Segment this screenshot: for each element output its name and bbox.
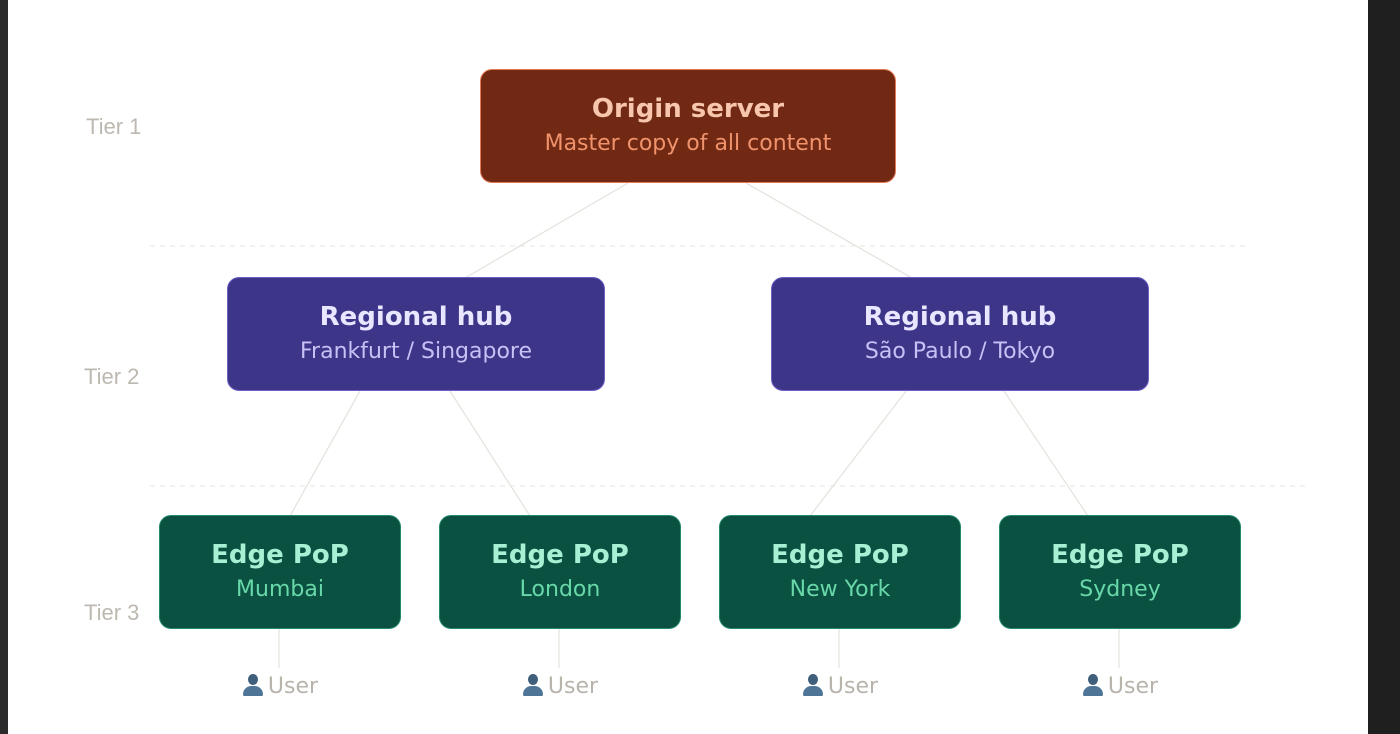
regional-hub-title: Regional hub: [319, 302, 513, 332]
user-label: User: [267, 674, 319, 699]
user-label: User: [1107, 674, 1159, 699]
user-icon: [522, 674, 544, 696]
regional-hub-subtitle: São Paulo / Tokyo: [864, 339, 1056, 364]
connector-layer: [150, 182, 1308, 668]
user-item: User: [200, 674, 360, 699]
edge-pop-location: London: [519, 577, 601, 602]
edge-pop-title: Edge PoP: [211, 540, 349, 570]
edge-pop-title: Edge PoP: [491, 540, 629, 570]
regional-hub-node: Regional hub São Paulo / Tokyo: [771, 277, 1149, 391]
window-left-edge: [0, 0, 8, 734]
edge-pop-node: Edge PoP Mumbai: [159, 515, 401, 629]
user-item: User: [1040, 674, 1200, 699]
tier-label-3: Tier 3: [84, 600, 140, 625]
connector-origin-hub-2: [745, 182, 913, 279]
user-label: User: [547, 674, 599, 699]
connector-hub-2-edge-sydney: [1003, 390, 1089, 517]
edge-pop-location: New York: [789, 577, 891, 602]
tier-label-2: Tier 2: [84, 364, 140, 389]
regional-hub-node: Regional hub Frankfurt / Singapore: [227, 277, 605, 391]
connector-hub-1-edge-mumbai: [289, 390, 361, 517]
connector-origin-hub-1: [464, 182, 629, 279]
regional-hub-subtitle: Frankfurt / Singapore: [299, 339, 532, 364]
origin-server-node: Origin server Master copy of all content: [480, 69, 896, 183]
user-item: User: [480, 674, 640, 699]
origin-server-title: Origin server: [591, 94, 785, 124]
origin-server-subtitle: Master copy of all content: [544, 131, 832, 156]
user-item: User: [760, 674, 920, 699]
diagram-canvas: Tier 1 Tier 2 Tier 3 Origin server Maste…: [8, 0, 1368, 734]
user-label: User: [827, 674, 879, 699]
edge-pop-title: Edge PoP: [771, 540, 909, 570]
regional-hub-title: Regional hub: [863, 302, 1057, 332]
user-icon: [802, 674, 824, 696]
tier-label-1: Tier 1: [86, 114, 142, 139]
edge-pop-node: Edge PoP New York: [719, 515, 961, 629]
user-icon: [242, 674, 264, 696]
edge-pop-node: Edge PoP London: [439, 515, 681, 629]
edge-pop-node: Edge PoP Sydney: [999, 515, 1241, 629]
edge-pop-location: Mumbai: [236, 577, 324, 602]
edge-pop-title: Edge PoP: [1051, 540, 1189, 570]
user-icon: [1082, 674, 1104, 696]
connector-hub-1-edge-london: [449, 390, 531, 517]
connector-hub-2-edge-new-york: [809, 390, 907, 517]
edge-pop-location: Sydney: [1079, 577, 1161, 602]
window-right-edge: [1368, 0, 1400, 734]
